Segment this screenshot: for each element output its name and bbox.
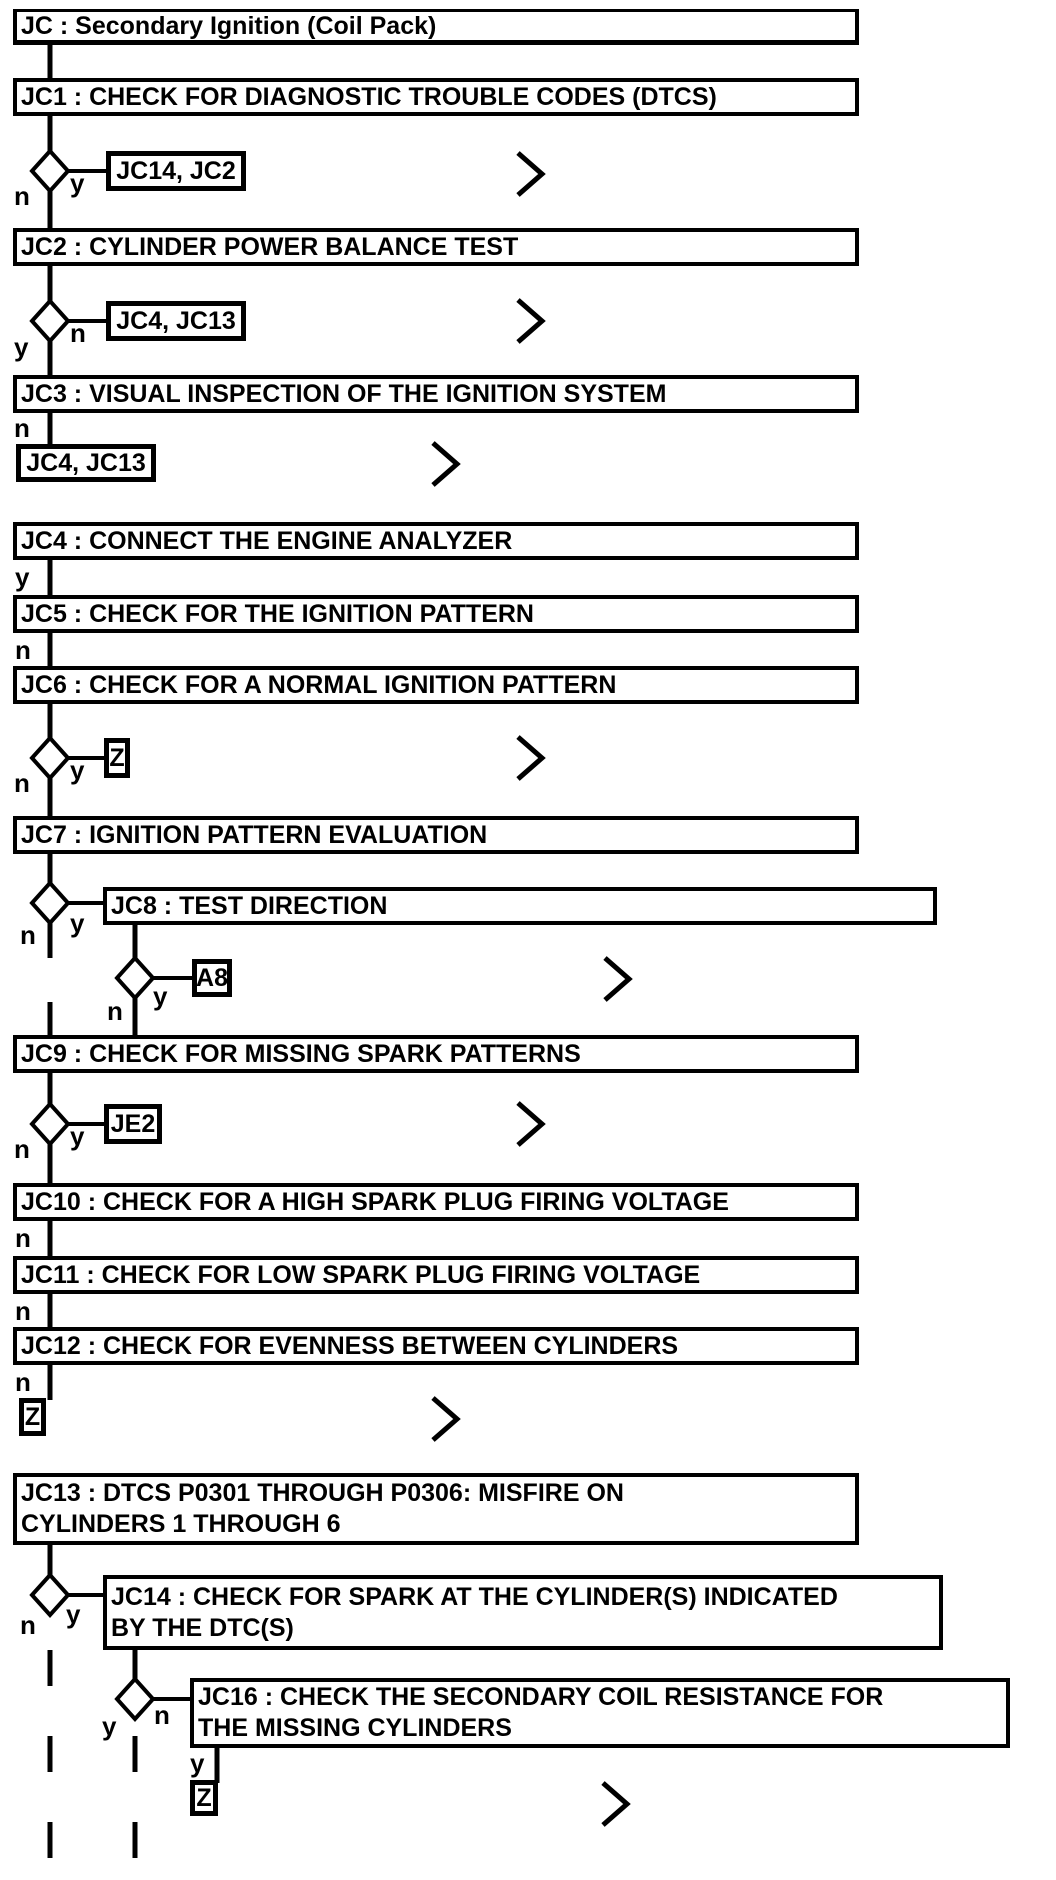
decision-diamond-jc13: [29, 1572, 71, 1618]
decision-diamond-jc9: [29, 1101, 71, 1147]
branch-label-no-jc1: n: [14, 181, 30, 211]
decision-diamond-jc7: [29, 880, 71, 926]
branch-label-no-jc12: n: [15, 1367, 31, 1397]
continue-chevron-8[interactable]: [601, 1781, 631, 1827]
decision-arms: [66, 169, 194, 1701]
continue-chevron-4[interactable]: [516, 735, 546, 781]
ref-box-jc4-jc13-a[interactable]: JC4, JC13: [106, 301, 246, 341]
dashed-connector-lines: [47, 922, 138, 1860]
branch-label-yes-jc6: y: [70, 755, 85, 785]
step-box-jc9[interactable]: JC9 : CHECK FOR MISSING SPARK PATTERNS: [13, 1035, 859, 1073]
step-box-jc11[interactable]: JC11 : CHECK FOR LOW SPARK PLUG FIRING V…: [13, 1256, 859, 1294]
continue-chevron-3[interactable]: [431, 441, 461, 487]
step-box-jc3[interactable]: JC3 : VISUAL INSPECTION OF THE IGNITION …: [13, 375, 859, 413]
branch-label-no-jc3: n: [14, 413, 30, 443]
decision-diamond-jc1: [29, 148, 71, 194]
step-box-jc14[interactable]: JC14 : CHECK FOR SPARK AT THE CYLINDER(S…: [103, 1575, 943, 1650]
continue-chevron-5[interactable]: [603, 956, 633, 1002]
continue-chevron-1[interactable]: [516, 151, 546, 197]
continue-chevron-7[interactable]: [431, 1396, 461, 1442]
branch-label-yes-jc2: y: [14, 332, 29, 362]
step-box-jc16[interactable]: JC16 : CHECK THE SECONDARY COIL RESISTAN…: [190, 1678, 1010, 1748]
branch-label-no-jc10: n: [15, 1223, 31, 1253]
ref-box-z3[interactable]: Z: [190, 1780, 218, 1816]
step-box-jc1[interactable]: JC1 : CHECK FOR DIAGNOSTIC TROUBLE CODES…: [13, 78, 859, 116]
branch-label-yes-jc4: y: [15, 562, 30, 592]
branch-label-no-jc13: n: [20, 1610, 36, 1640]
branch-label-no-jc9: n: [14, 1134, 30, 1164]
step-box-jc10[interactable]: JC10 : CHECK FOR A HIGH SPARK PLUG FIRIN…: [13, 1183, 859, 1221]
continue-chevron-6[interactable]: [516, 1101, 546, 1147]
ref-box-z2[interactable]: Z: [19, 1398, 46, 1436]
decision-diamond-jc14: [114, 1676, 156, 1722]
branch-label-yes-jc16: y: [190, 1748, 205, 1778]
decision-diamond-jc6: [29, 735, 71, 781]
decision-diamond-jc8: [114, 955, 156, 1001]
flowchart-title: JC : Secondary Ignition (Coil Pack): [13, 9, 859, 45]
ref-box-jc14-jc2[interactable]: JC14, JC2: [106, 151, 246, 191]
connector-lines: [47, 44, 220, 1783]
step-box-jc6[interactable]: JC6 : CHECK FOR A NORMAL IGNITION PATTER…: [13, 666, 859, 704]
branch-label-no-jc2: n: [70, 318, 86, 348]
step-box-jc8[interactable]: JC8 : TEST DIRECTION: [103, 887, 937, 925]
branch-label-yes-jc9: y: [70, 1121, 85, 1151]
branch-label-yes-jc14: y: [102, 1711, 117, 1741]
branch-label-no-jc11: n: [15, 1296, 31, 1326]
ref-box-jc4-jc13-b[interactable]: JC4, JC13: [16, 444, 156, 482]
ref-box-z1[interactable]: Z: [104, 738, 130, 778]
branch-label-no-jc7: n: [20, 920, 36, 950]
branch-label-no-jc5: n: [15, 635, 31, 665]
branch-label-yes-jc8: y: [153, 981, 168, 1011]
step-box-jc7[interactable]: JC7 : IGNITION PATTERN EVALUATION: [13, 816, 859, 854]
step-box-jc5[interactable]: JC5 : CHECK FOR THE IGNITION PATTERN: [13, 595, 859, 633]
branch-label-no-jc6: n: [14, 768, 30, 798]
step-box-jc4[interactable]: JC4 : CONNECT THE ENGINE ANALYZER: [13, 522, 859, 560]
branch-label-no-jc8: n: [107, 996, 123, 1026]
branch-label-no-jc14: n: [154, 1700, 170, 1730]
step-box-jc12[interactable]: JC12 : CHECK FOR EVENNESS BETWEEN CYLIND…: [13, 1327, 859, 1365]
step-box-jc2[interactable]: JC2 : CYLINDER POWER BALANCE TEST: [13, 228, 859, 266]
continue-chevron-2[interactable]: [516, 298, 546, 344]
branch-label-yes-jc7: y: [70, 908, 85, 938]
step-box-jc13[interactable]: JC13 : DTCS P0301 THROUGH P0306: MISFIRE…: [13, 1473, 859, 1545]
ref-box-je2[interactable]: JE2: [104, 1104, 162, 1144]
decision-diamond-jc2: [29, 298, 71, 344]
branch-label-yes-jc13: y: [66, 1599, 81, 1629]
ref-box-a8[interactable]: A8: [192, 959, 232, 997]
branch-label-yes-jc1: y: [70, 168, 85, 198]
